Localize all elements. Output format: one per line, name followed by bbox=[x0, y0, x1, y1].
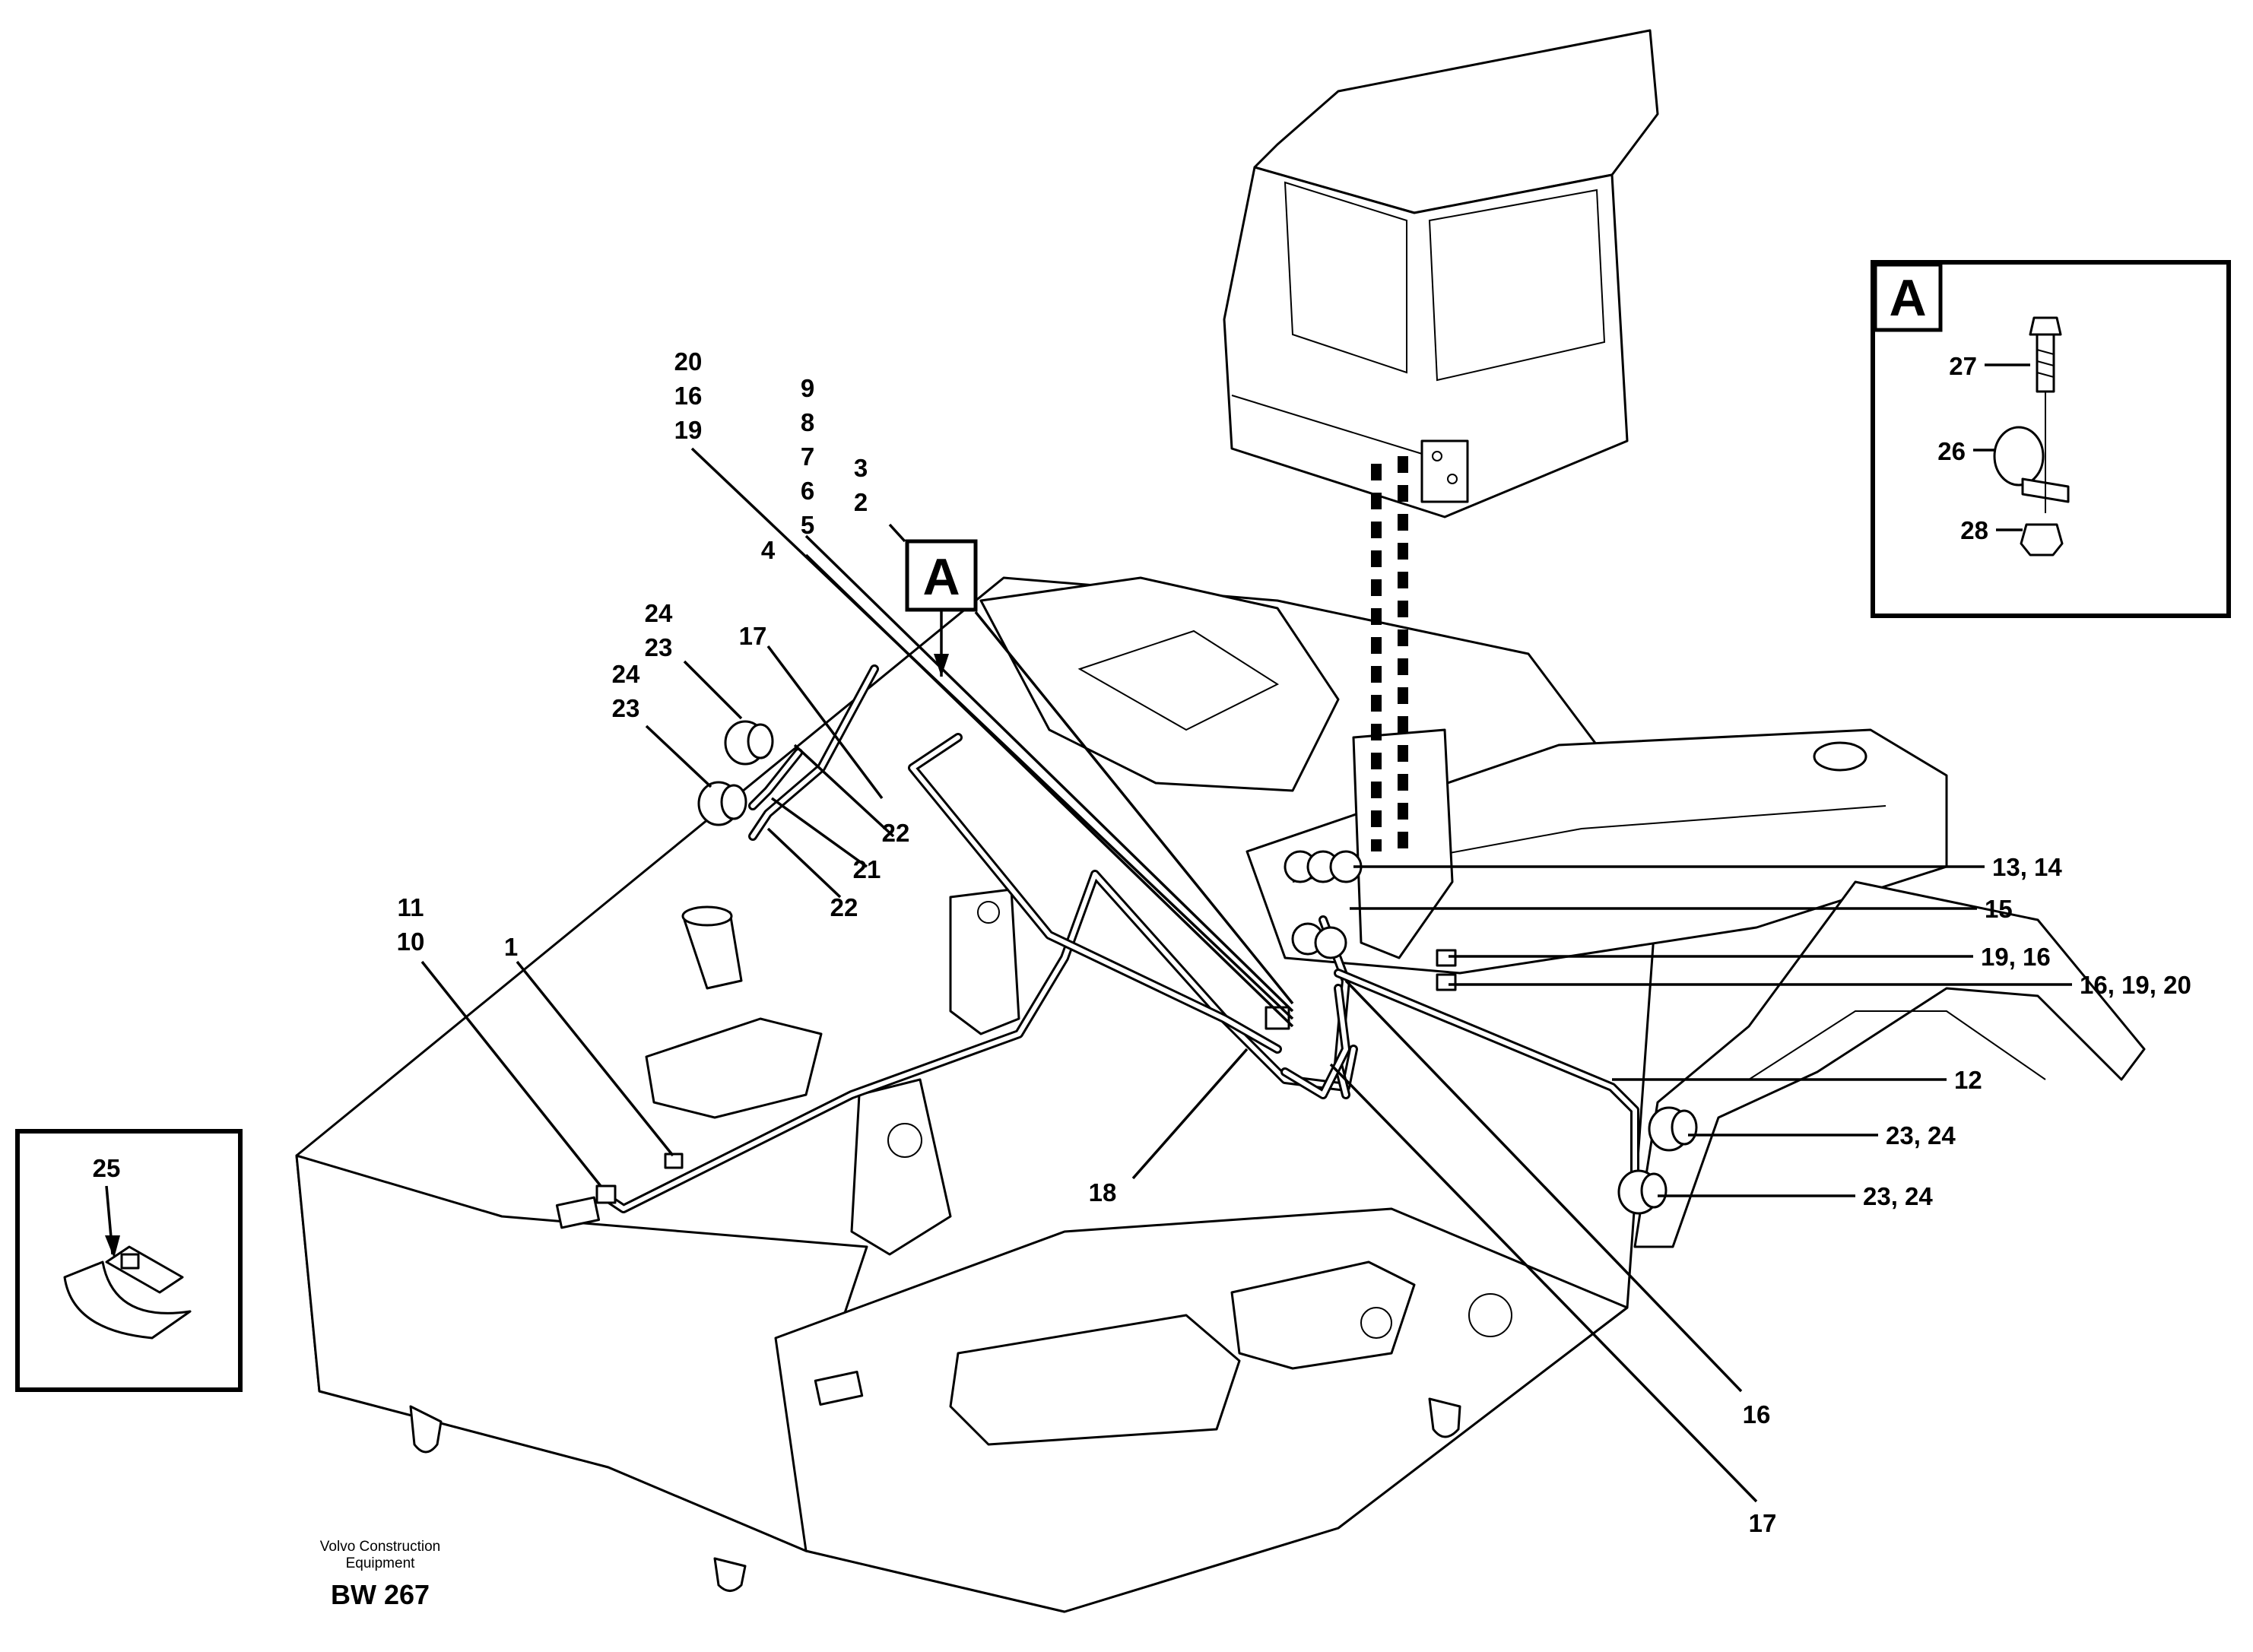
label-12: 12 bbox=[1954, 1066, 1982, 1094]
label-3: 3 bbox=[854, 454, 868, 482]
label-25: 25 bbox=[93, 1154, 121, 1182]
work-lights bbox=[697, 720, 1698, 1215]
label-23-b: 23 bbox=[612, 694, 640, 722]
label-11: 11 bbox=[398, 893, 424, 921]
label-28: 28 bbox=[1960, 516, 1988, 544]
label-6: 6 bbox=[801, 477, 814, 505]
detail-a-panel: A 27 26 28 bbox=[1871, 260, 2231, 618]
label-19-16: 19, 16 bbox=[1981, 943, 2051, 971]
label-1: 1 bbox=[504, 933, 518, 961]
cab-drawing bbox=[1223, 29, 1659, 518]
label-9: 9 bbox=[801, 374, 814, 402]
footer-code: BW 267 bbox=[331, 1579, 430, 1610]
footer-line-1: Volvo Construction bbox=[320, 1539, 440, 1555]
label-16-bottom: 16 bbox=[1743, 1400, 1771, 1428]
label-17-bottom: 17 bbox=[1749, 1509, 1777, 1537]
label-24-a: 24 bbox=[645, 599, 673, 627]
label-2: 2 bbox=[854, 488, 868, 516]
footer-line-2: Equipment bbox=[346, 1555, 416, 1571]
label-7: 7 bbox=[801, 442, 814, 471]
label-24-b: 24 bbox=[612, 660, 640, 688]
label-21: 21 bbox=[853, 855, 881, 883]
label-23-24-b: 23, 24 bbox=[1863, 1182, 1933, 1210]
footer: Volvo Construction Equipment BW 267 bbox=[320, 1539, 440, 1610]
label-27: 27 bbox=[1949, 352, 1977, 380]
label-18: 18 bbox=[1089, 1178, 1117, 1206]
callout-a-letter: A bbox=[922, 548, 960, 606]
callout-a-box: A bbox=[905, 539, 978, 677]
leader-lines bbox=[420, 447, 2072, 1503]
detail-a-letter: A bbox=[1889, 269, 1926, 327]
machine-frame-drawing bbox=[295, 576, 2146, 1613]
label-26: 26 bbox=[1937, 437, 1966, 465]
label-22-b: 22 bbox=[830, 893, 858, 921]
label-16-top: 16 bbox=[674, 382, 703, 410]
label-23-a: 23 bbox=[645, 633, 673, 661]
label-17-top: 17 bbox=[739, 622, 767, 650]
label-19: 19 bbox=[674, 416, 703, 444]
label-13-14: 13, 14 bbox=[1992, 853, 2062, 881]
label-5: 5 bbox=[801, 511, 814, 539]
label-4: 4 bbox=[761, 536, 776, 564]
part-labels: 20 16 19 9 8 7 6 5 4 3 2 24 23 24 23 17 … bbox=[397, 347, 2191, 1537]
label-10: 10 bbox=[397, 927, 425, 956]
label-16-19-20: 16, 19, 20 bbox=[2080, 971, 2191, 999]
detail-25-panel: 25 bbox=[15, 1129, 243, 1392]
label-20: 20 bbox=[674, 347, 703, 376]
label-23-24-a: 23, 24 bbox=[1886, 1121, 1956, 1149]
label-8: 8 bbox=[801, 408, 814, 436]
label-15: 15 bbox=[1985, 895, 2013, 923]
cab-cable-bundle bbox=[1371, 456, 1408, 851]
label-22-a: 22 bbox=[882, 819, 910, 847]
